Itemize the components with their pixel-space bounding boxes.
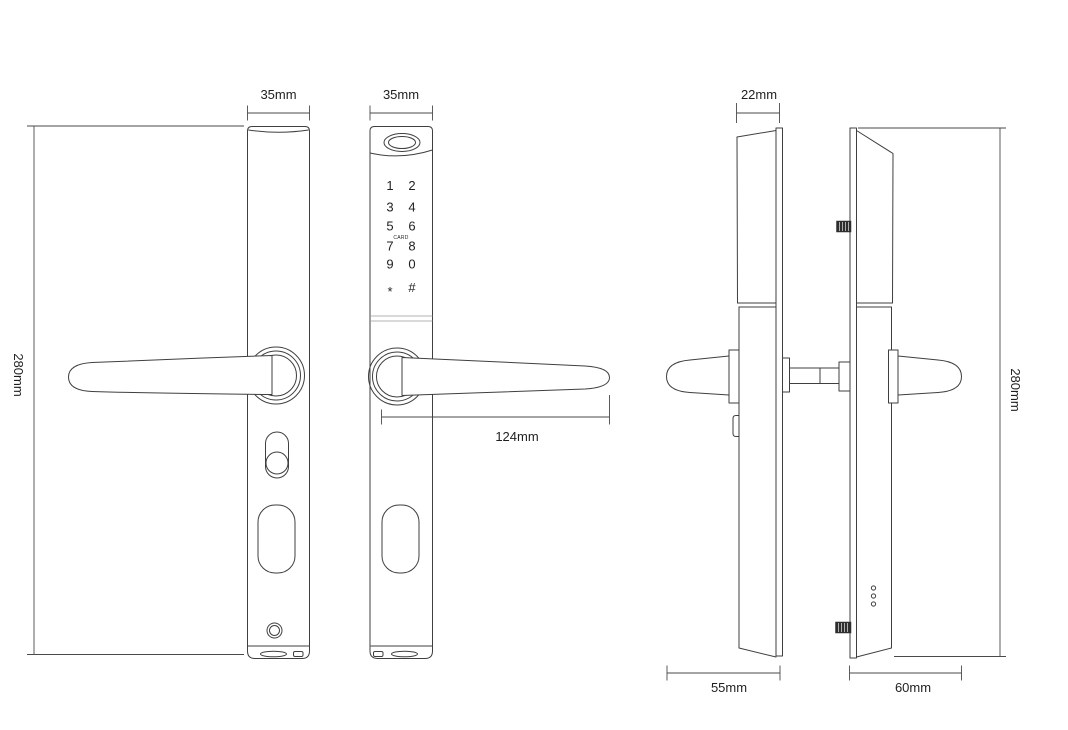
side-left-body — [736, 130, 777, 658]
front-lever-handle — [401, 357, 610, 396]
cylinder-cutout — [257, 504, 296, 574]
thumbturn — [265, 431, 289, 479]
side-left-thumbturn — [732, 415, 740, 437]
back-plate-view — [68, 126, 310, 659]
fixing-screw-bottom — [835, 621, 852, 634]
dim-label-height-left: 280mm — [11, 353, 26, 396]
top-cap-seam — [369, 149, 433, 157]
card-reader-label: CARD — [393, 235, 408, 241]
key-hash: # — [408, 280, 416, 295]
keypad-plate-outline — [369, 126, 433, 659]
keypad: 1 2 3 4 5 6 CARD 7 8 9 0 * # — [386, 178, 416, 299]
side-view-left — [666, 127, 783, 658]
dim-label-depth-left: 55mm — [711, 680, 747, 695]
back-plate-bottom-band — [247, 645, 310, 658]
key-0: 0 — [408, 257, 415, 272]
dim-depth-left: 55mm — [666, 665, 781, 695]
back-lever-handle — [68, 355, 273, 395]
side-view-right — [835, 127, 962, 659]
usb-port-slot-front — [391, 650, 418, 658]
key-star: * — [387, 284, 392, 299]
dim-label-handle-length: 124mm — [495, 429, 538, 444]
key-9: 9 — [386, 257, 393, 272]
key-6: 6 — [408, 219, 415, 234]
usb-port-slot — [260, 650, 287, 658]
fingerprint-sensor-icon — [383, 133, 421, 152]
spindle-flange-left — [782, 357, 790, 393]
dim-height-left: 280mm — [11, 125, 244, 655]
dim-handle-length: 124mm — [381, 395, 610, 444]
dim-backplate-width: 35mm — [247, 87, 310, 121]
fixing-screw-top — [836, 220, 852, 233]
side-right-handle-boss — [888, 349, 899, 404]
side-left-mount-bar — [775, 127, 783, 657]
key-1: 1 — [386, 178, 393, 193]
side-right-mount-bar — [849, 127, 857, 659]
dim-height-right: 280mm — [858, 127, 1023, 657]
side-right-body — [856, 130, 894, 658]
dim-label-keypad-plate-width: 35mm — [383, 87, 419, 102]
reset-button — [266, 622, 283, 639]
back-plate-outline — [247, 126, 310, 659]
keypad-panel-seam — [370, 315, 433, 322]
side-left-handle-boss — [728, 349, 740, 404]
keypad-plate-view: 1 2 3 4 5 6 CARD 7 8 9 0 * # — [368, 126, 610, 659]
spindle — [782, 357, 851, 393]
dim-label-height-right: 280mm — [1008, 368, 1023, 411]
side-right-lever-handle — [897, 355, 962, 396]
dim-side-thickness: 22mm — [736, 87, 780, 123]
key-8: 8 — [408, 239, 415, 254]
dim-label-backplate-width: 35mm — [260, 87, 296, 102]
dim-label-side-thickness: 22mm — [741, 87, 777, 102]
spindle-flange-right — [838, 361, 851, 392]
bottom-port-front — [373, 651, 384, 657]
dim-label-depth-right: 60mm — [895, 680, 931, 695]
key-2: 2 — [408, 178, 415, 193]
cylinder-cutout-front — [381, 504, 420, 574]
key-7: 7 — [386, 239, 393, 254]
side-left-lever-handle — [666, 355, 730, 396]
dim-depth-right: 60mm — [849, 665, 962, 695]
back-plate-top-arc — [248, 129, 309, 133]
bottom-port — [293, 651, 304, 657]
dim-keypad-plate-width: 35mm — [369, 87, 433, 121]
spindle-bar — [789, 367, 840, 384]
key-4: 4 — [408, 200, 415, 215]
indicator-dots — [870, 585, 877, 607]
key-3: 3 — [386, 200, 393, 215]
keypad-plate-bottom-band — [370, 645, 433, 658]
key-5: 5 — [386, 219, 393, 234]
